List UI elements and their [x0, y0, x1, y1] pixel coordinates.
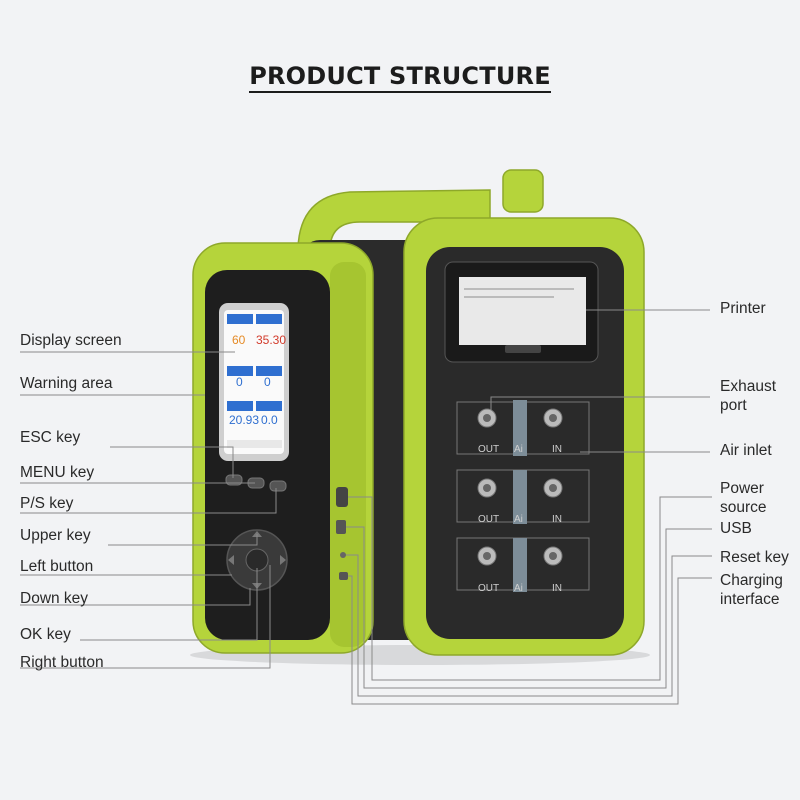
leader-power: [348, 496, 712, 681]
port-out-label-3: OUT: [478, 583, 499, 594]
label-left-button: Left button: [20, 558, 94, 575]
port-in-label-3: IN: [552, 583, 562, 594]
reading-6: 0.0: [261, 413, 278, 427]
label-ps-key: P/S key: [20, 495, 74, 512]
port-out-label-2: OUT: [478, 514, 499, 525]
display-screen: [224, 310, 284, 454]
left-arrow-icon: [228, 555, 234, 565]
label-exhaust-port: Exhaust port: [720, 377, 776, 415]
label-charging-line1: Charging: [720, 572, 783, 589]
port-in-label-1: IN: [552, 444, 562, 455]
label-esc-key: ESC key: [20, 429, 81, 446]
printer-slot: [505, 345, 541, 353]
label-display-screen: Display screen: [20, 332, 122, 349]
charging-port: [339, 572, 348, 580]
port-ai-label-2: Ai: [514, 514, 523, 525]
handle-clip: [502, 169, 544, 213]
label-warning-area: Warning area: [20, 375, 113, 392]
label-down-key: Down key: [20, 590, 89, 607]
leader-down: [20, 588, 251, 606]
label-ok-key: OK key: [20, 626, 71, 643]
right-arrow-icon: [280, 555, 286, 565]
port-in-label-2: IN: [552, 514, 562, 525]
label-power-source: Power source: [720, 479, 767, 517]
leader-right: [20, 565, 271, 669]
leader-ps: [20, 488, 277, 514]
label-exhaust-line2: port: [720, 397, 747, 414]
leader-usb: [346, 526, 712, 689]
reading-2: 35.30: [256, 333, 286, 347]
ok-key: [245, 548, 269, 572]
port-row-3: [456, 537, 590, 592]
leader-charging: [348, 575, 712, 705]
left-side: [330, 262, 366, 647]
printer-paper: [459, 277, 586, 345]
handle: [297, 189, 491, 251]
leader-exhaust: [490, 396, 710, 410]
label-printer: Printer: [720, 300, 766, 317]
leader-esc: [110, 446, 234, 478]
port-ai-label-1: Ai: [514, 444, 523, 455]
port-row-2: [456, 469, 590, 524]
power-connector: [336, 487, 348, 507]
label-exhaust-line1: Exhaust: [720, 378, 777, 395]
leader-ok: [80, 568, 258, 641]
reading-3: 0: [236, 375, 243, 389]
label-air-inlet: Air inlet: [720, 442, 772, 459]
port-out-label-1: OUT: [478, 444, 499, 455]
leader-upper: [108, 534, 258, 546]
reading-1: 60: [232, 333, 246, 347]
leader-reset: [346, 554, 712, 697]
port-row-1: [456, 400, 590, 456]
label-menu-key: MENU key: [20, 464, 95, 481]
label-power-line1: Power: [720, 480, 764, 497]
label-charging-line2: interface: [720, 591, 780, 608]
label-usb: USB: [720, 520, 752, 537]
reset-button: [340, 552, 346, 558]
reading-4: 0: [264, 375, 271, 389]
label-reset-key: Reset key: [720, 549, 789, 566]
ps-key: [269, 480, 287, 492]
label-charging-interface: Charging interface: [720, 571, 783, 609]
label-power-line2: source: [720, 499, 767, 516]
label-right-button: Right button: [20, 654, 104, 671]
leader-lines: [20, 309, 712, 705]
display-tiles: [227, 314, 282, 448]
port-ai-label-3: Ai: [514, 583, 523, 594]
usb-connector: [336, 520, 346, 534]
page-title: PRODUCT STRUCTURE: [0, 62, 800, 93]
reading-5: 20.93: [229, 413, 259, 427]
label-upper-key: Upper key: [20, 527, 91, 544]
